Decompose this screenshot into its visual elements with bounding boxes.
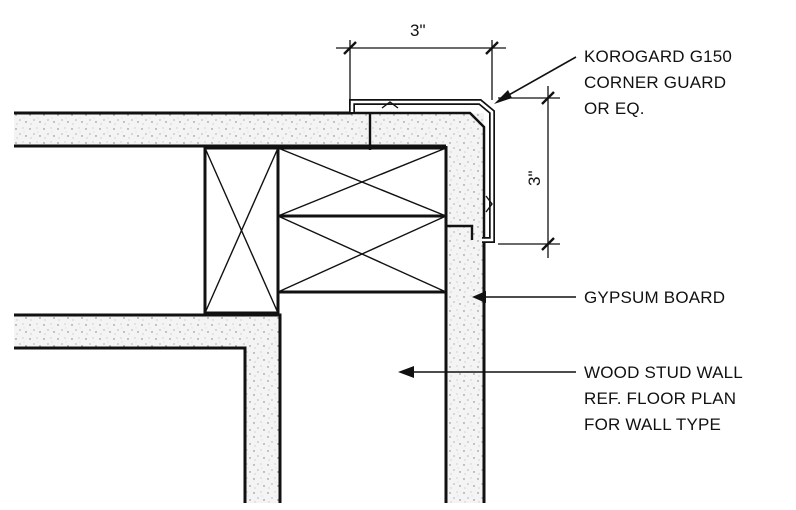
wood-stud-bottom-right (276, 214, 448, 294)
dimension-horizontal-text: 3" (410, 21, 426, 40)
top-gypsum-board (14, 111, 484, 148)
corner-guard-profile (349, 99, 495, 243)
leader-gypsum-board (472, 291, 576, 303)
label-corner-guard-line-2: CORNER GUARD (584, 73, 726, 92)
wood-stud-left (203, 146, 280, 315)
label-gypsum-board: GYPSUM BOARD (584, 288, 725, 307)
label-corner-guard-line-3: OR EQ. (584, 99, 645, 118)
dimension-vertical-text: 3" (525, 171, 544, 187)
label-wood-stud-wall-line-2: REF. FLOOR PLAN (584, 389, 736, 408)
label-corner-guard-line-1: KOROGARD G150 (584, 47, 732, 66)
dimension-vertical: 3" (498, 86, 560, 258)
leader-wood-stud-wall (398, 366, 576, 378)
right-gypsum-board (444, 113, 486, 503)
label-wood-stud-wall-line-1: WOOD STUD WALL (584, 363, 743, 382)
lower-gypsum-board (14, 313, 282, 503)
leader-corner-guard (494, 56, 577, 104)
gypsum-outer-corner (352, 111, 486, 240)
label-wood-stud-wall-line-3: FOR WALL TYPE (584, 415, 721, 434)
wood-stud-top-right (276, 146, 448, 218)
dimension-horizontal: 3" (336, 21, 506, 105)
